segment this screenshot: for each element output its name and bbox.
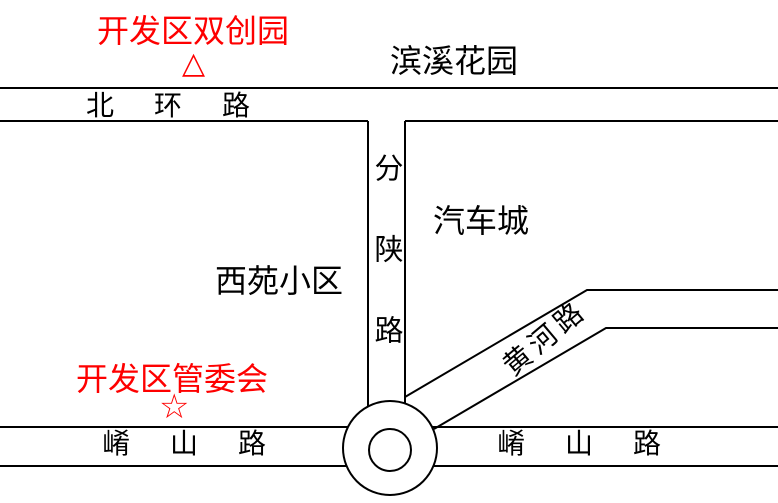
roundabout-inner-circle (368, 428, 412, 472)
dev-zone-innovation-park-label: 开发区双创园 (97, 13, 290, 49)
binxi-garden-label: 滨溪花园 (390, 43, 519, 79)
north-ring-road-label: 北环路 (86, 91, 291, 122)
fenshan-road-lines (367, 121, 406, 406)
xiaoshan-road-label-right: 崤山路 (497, 429, 702, 460)
xiaoshan-road-lines (0, 426, 778, 467)
xiaoshan-road-label-left: 崤山路 (102, 429, 307, 460)
fenshan-road-label: 分陕路 (370, 153, 402, 396)
auto-city-label: 汽车城 (433, 203, 530, 239)
yellow-river-road-lines (404, 289, 778, 430)
roundabout-outer-circle (342, 400, 438, 496)
dev-zone-committee-label: 开发区管委会 (76, 361, 269, 397)
triangle-marker-icon: △ (182, 47, 206, 80)
star-marker-icon: ☆ (159, 389, 190, 426)
north-ring-road-lines (0, 87, 778, 122)
xiyuan-community-label: 西苑小区 (215, 263, 344, 299)
